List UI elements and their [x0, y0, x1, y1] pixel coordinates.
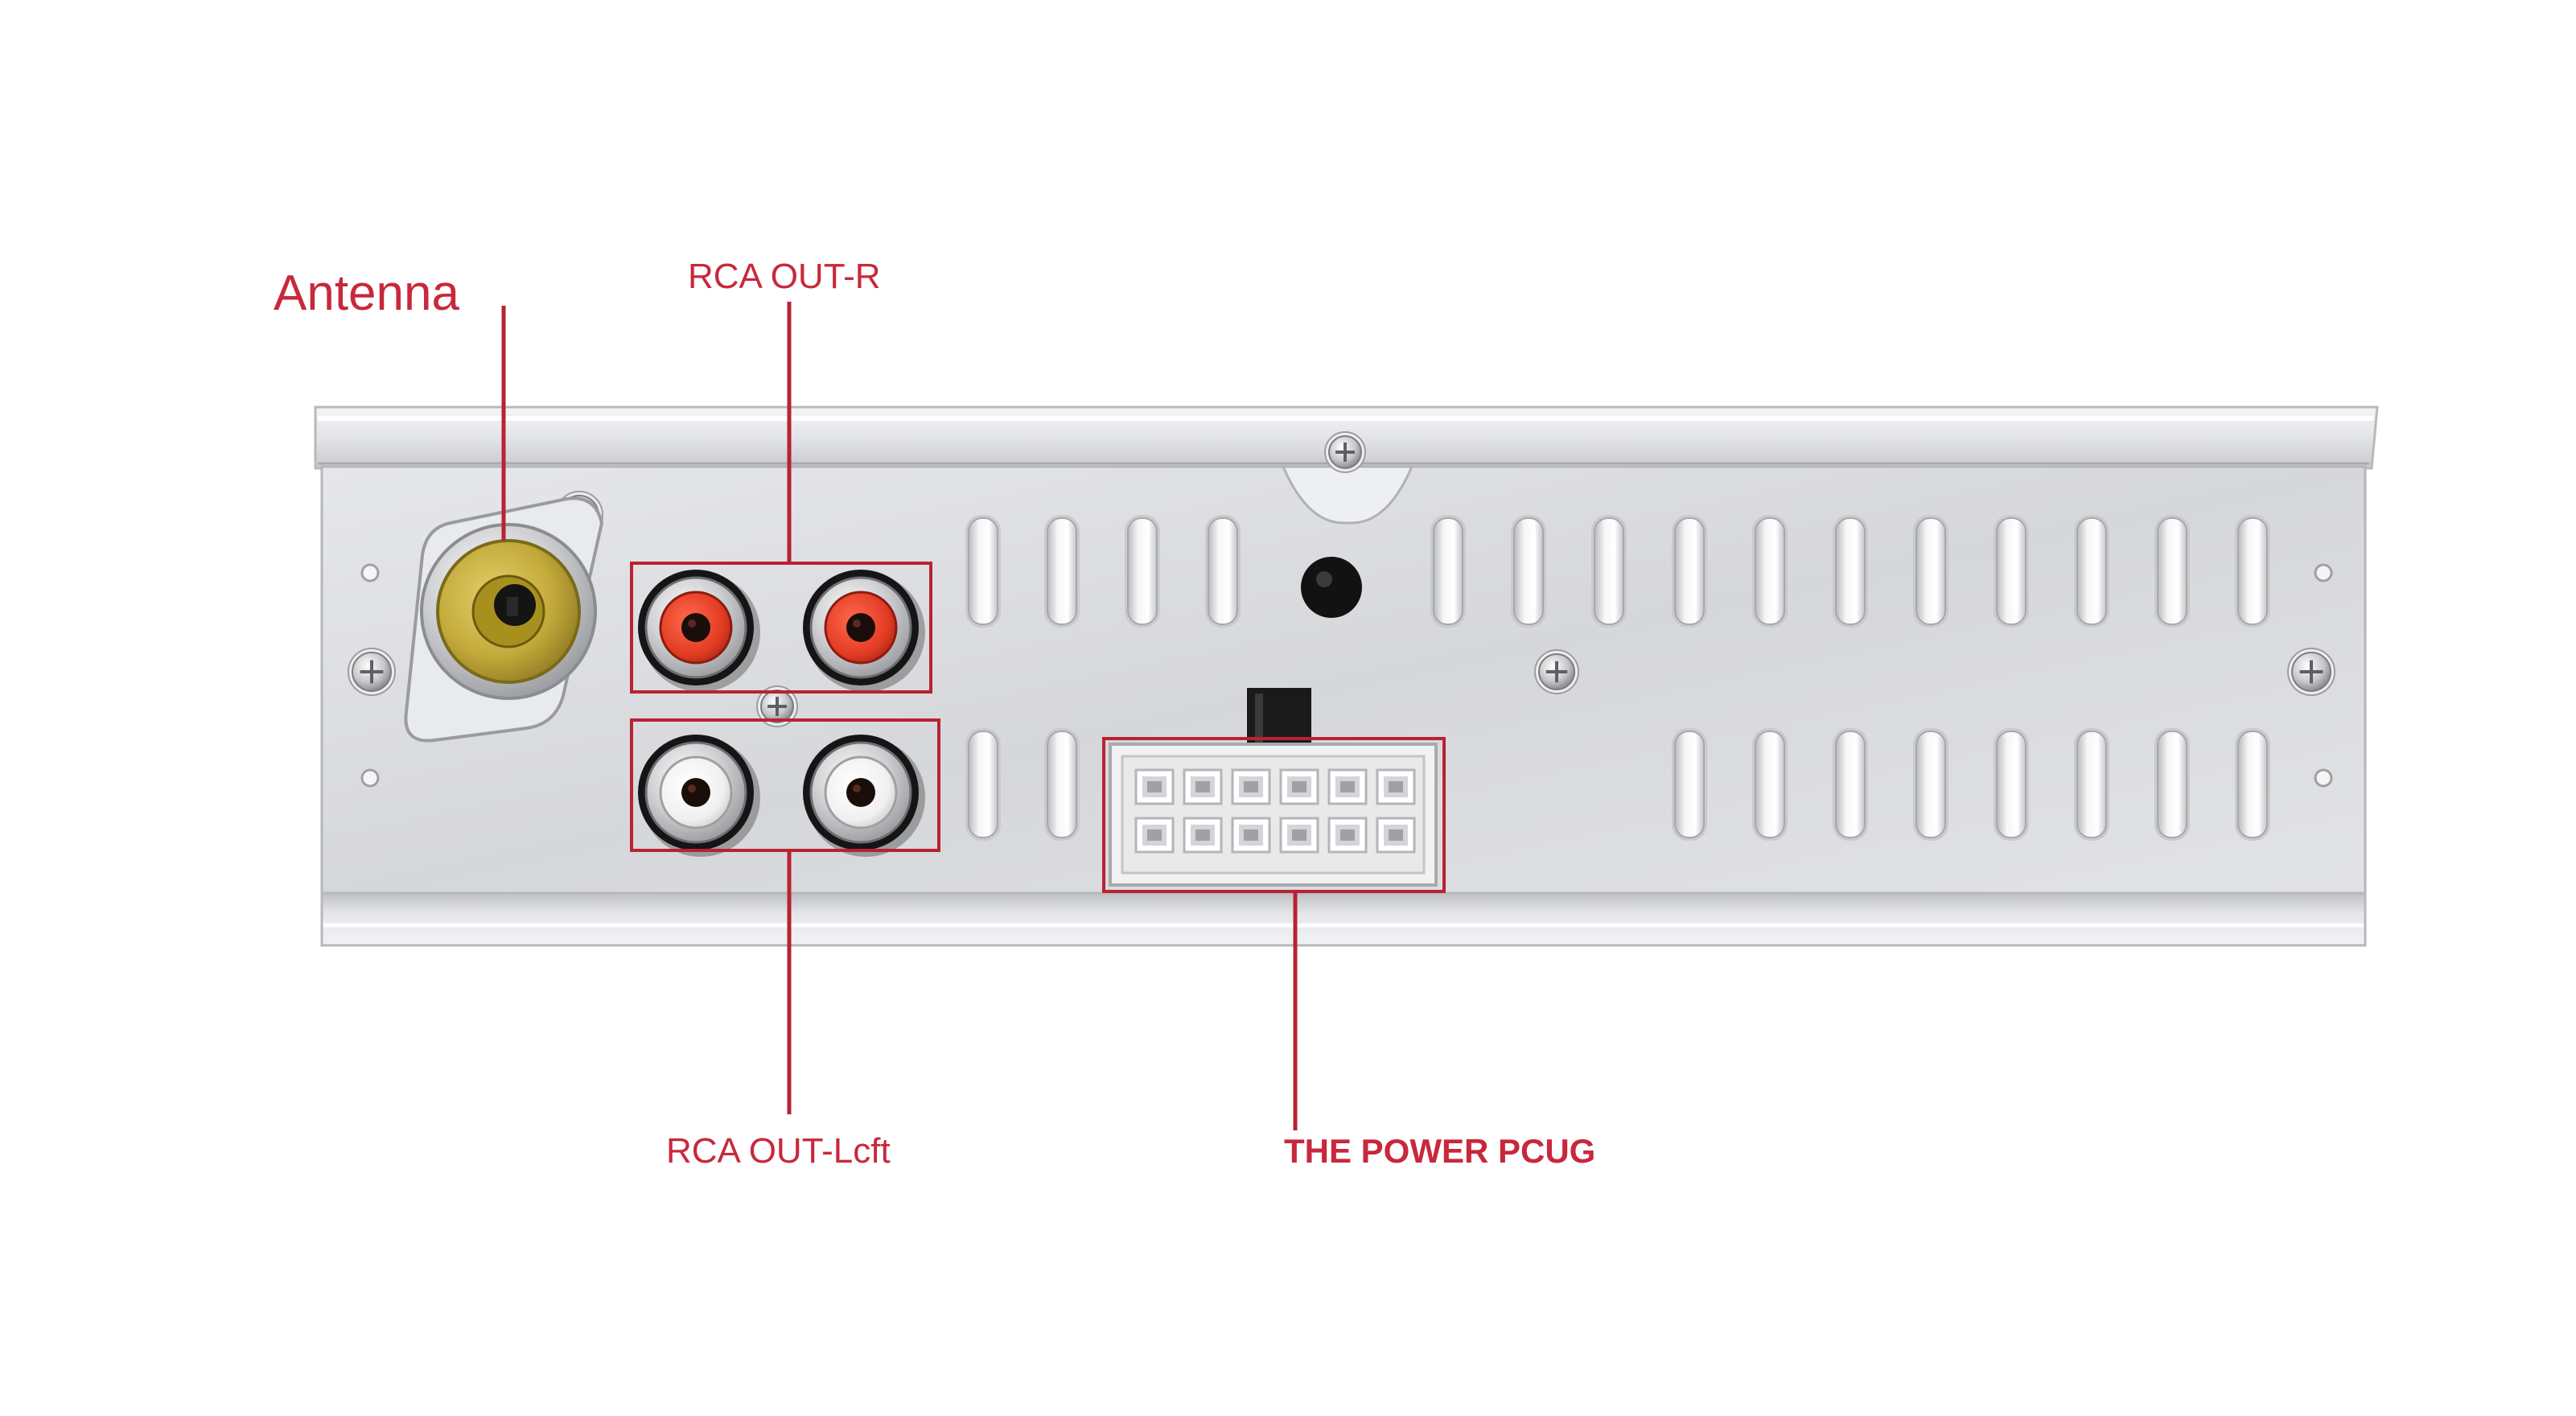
- panel-dimple: [360, 768, 380, 788]
- screw-icon: [348, 648, 396, 696]
- vent-slot: [2074, 515, 2109, 628]
- vent-slot: [1511, 515, 1546, 628]
- rca-out-left-label: RCA OUT-Lcft: [666, 1131, 891, 1171]
- vent-slot: [1833, 515, 1868, 628]
- round-hole: [1301, 557, 1362, 618]
- rca-jack-icon: [803, 570, 925, 692]
- rca-jack-icon: [638, 735, 760, 857]
- screw-icon: [1324, 431, 1366, 473]
- vent-slot: [1205, 515, 1241, 628]
- connector-pin: [1327, 817, 1368, 854]
- labels: Antenna RCA OUT-R RCA OUT-Lcft THE POWER…: [274, 257, 1595, 1171]
- connector-pin: [1327, 768, 1368, 805]
- vent-slot: [2235, 515, 2270, 628]
- connector-pin: [1183, 817, 1223, 854]
- screw-icon: [756, 685, 798, 727]
- connector-pin: [1279, 768, 1319, 805]
- vent-slot: [1672, 728, 1707, 841]
- bottom-rail: [320, 891, 2367, 947]
- rca-out-left-jacks: [638, 735, 925, 857]
- connector-pin: [1376, 817, 1416, 854]
- vent-slot: [965, 728, 1001, 841]
- power-plug-callout-box: [1102, 737, 1446, 893]
- connector-pin: [1183, 768, 1223, 805]
- vent-slot: [1044, 515, 1080, 628]
- callout-boxes: [630, 562, 1446, 893]
- rca-out-right-jacks: [638, 570, 925, 692]
- vent-slot: [1430, 515, 1466, 628]
- vent-slot: [2235, 728, 2270, 841]
- panel-dimple: [2314, 563, 2333, 582]
- connector-pin: [1231, 817, 1271, 854]
- rca-jack-icon: [638, 570, 760, 692]
- rca-out-left-callout-box: [630, 718, 940, 852]
- screw-icon: [2287, 648, 2335, 696]
- connector-pin: [1231, 768, 1271, 805]
- vent-slot: [1994, 728, 2029, 841]
- connector-pin: [1376, 768, 1416, 805]
- rca-out-right-label: RCA OUT-R: [688, 257, 881, 296]
- vent-slots: [965, 515, 2270, 841]
- rca-out-right-callout-box: [630, 562, 932, 694]
- leader-lines: [501, 302, 1298, 1130]
- connector-pins: [1134, 768, 1416, 854]
- antenna-jack-icon: [404, 496, 604, 743]
- vent-slot: [2154, 728, 2190, 841]
- vent-slot: [1591, 515, 1627, 628]
- antenna-label: Antenna: [274, 266, 460, 321]
- vent-slot: [1125, 515, 1160, 628]
- vent-slot: [1752, 728, 1788, 841]
- vent-slot: [965, 515, 1001, 628]
- screw-icon: [1534, 649, 1579, 694]
- top-notch: [1281, 465, 1414, 525]
- vent-slot: [1833, 728, 1868, 841]
- vent-slot: [1044, 728, 1080, 841]
- vent-slot: [1913, 728, 1948, 841]
- vent-slot: [2154, 515, 2190, 628]
- panel-dimple: [360, 563, 380, 582]
- connector-pin: [1134, 768, 1175, 805]
- connector-pin: [1134, 817, 1175, 854]
- vent-slot: [1994, 515, 2029, 628]
- connector-pin: [1279, 817, 1319, 854]
- power-plug-label: THE POWER PCUG: [1284, 1132, 1595, 1170]
- vent-slot: [1913, 515, 1948, 628]
- rca-jack-icon: [803, 735, 925, 857]
- vent-slot: [1752, 515, 1788, 628]
- vent-slot: [2074, 728, 2109, 841]
- power-connector-icon: [1109, 688, 1438, 887]
- vent-slot: [1672, 515, 1707, 628]
- panel-dimple: [2314, 768, 2333, 788]
